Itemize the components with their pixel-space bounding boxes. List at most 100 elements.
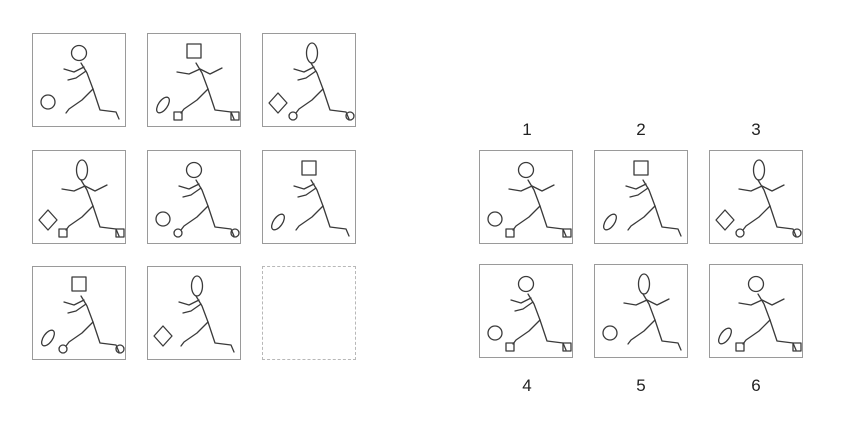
grid-cell	[262, 33, 356, 127]
answer-option[interactable]	[479, 264, 573, 358]
head-square-icon	[186, 43, 202, 59]
left-arm	[178, 299, 200, 306]
left-arm	[293, 183, 315, 190]
ball-diamond-icon	[153, 325, 173, 347]
front-foot-circle-icon	[58, 344, 68, 354]
torso	[310, 62, 324, 90]
head-ellipse-icon	[752, 159, 766, 181]
standing-leg	[92, 88, 120, 120]
kicking-leg	[512, 205, 541, 231]
kicker-figure	[38, 159, 125, 238]
back-foot-circle-icon	[230, 228, 240, 238]
head-ellipse-icon	[190, 275, 204, 297]
grid-cell	[147, 150, 241, 244]
ball-circle-icon	[602, 325, 618, 341]
torso	[642, 179, 656, 207]
standing-leg	[92, 205, 120, 237]
standing-leg	[207, 88, 235, 120]
answer-option[interactable]	[479, 150, 573, 244]
torso	[757, 293, 771, 321]
kicker-figure	[156, 43, 240, 121]
torso	[757, 179, 771, 207]
head-circle-icon	[747, 275, 765, 293]
grid-cell	[32, 266, 126, 360]
right-arm	[761, 298, 785, 306]
ball-ellipse-icon	[41, 329, 55, 347]
left-arm	[176, 68, 201, 75]
kicking-leg	[627, 205, 656, 231]
grid-cell	[32, 33, 126, 127]
answer-option[interactable]	[594, 150, 688, 244]
right-arm	[297, 187, 317, 198]
kicker-figure	[41, 276, 125, 354]
answer-option[interactable]	[709, 264, 803, 358]
grid-cell	[32, 150, 126, 244]
kicker-figure	[487, 275, 572, 352]
standing-leg	[539, 319, 567, 351]
torso	[80, 179, 94, 207]
right-arm	[199, 67, 223, 75]
kicker-figure	[487, 161, 572, 238]
kicking-leg	[180, 321, 209, 347]
torso	[527, 179, 541, 207]
answer-option[interactable]	[594, 264, 688, 358]
right-arm	[67, 70, 87, 81]
ball-circle-icon	[487, 211, 503, 227]
option-number: 2	[636, 120, 646, 139]
ball-diamond-icon	[715, 209, 735, 231]
back-foot-circle-icon	[792, 228, 802, 238]
answer-option[interactable]	[709, 150, 803, 244]
kicker-figure	[718, 275, 802, 352]
right-arm	[531, 184, 555, 192]
missing-cell	[262, 266, 356, 360]
back-foot-square-icon	[792, 342, 802, 352]
right-arm	[182, 187, 202, 198]
ball-ellipse-icon	[271, 213, 285, 231]
kicking-leg	[512, 319, 541, 345]
standing-leg	[322, 88, 350, 120]
torso	[80, 62, 94, 90]
ball-ellipse-icon	[603, 213, 617, 231]
front-foot-square-icon	[505, 342, 515, 352]
kicking-leg	[742, 319, 771, 345]
ball-diamond-icon	[268, 92, 288, 114]
left-arm	[61, 185, 86, 192]
left-arm	[625, 183, 647, 190]
standing-leg	[92, 321, 120, 353]
back-foot-circle-icon	[345, 111, 355, 121]
kicking-leg	[65, 205, 94, 231]
kicking-leg	[65, 88, 94, 114]
kicker-figure	[602, 273, 682, 351]
standing-leg	[207, 205, 235, 237]
left-arm	[293, 66, 315, 73]
right-arm	[514, 301, 534, 312]
torso	[642, 293, 656, 321]
front-foot-circle-icon	[288, 111, 298, 121]
kicking-leg	[180, 88, 209, 114]
left-arm	[178, 183, 200, 190]
head-ellipse-icon	[75, 159, 89, 181]
right-arm	[629, 187, 649, 198]
front-foot-square-icon	[505, 228, 515, 238]
left-arm	[63, 66, 85, 73]
grid-cell	[147, 266, 241, 360]
torso	[527, 293, 541, 321]
ball-circle-icon	[487, 325, 503, 341]
left-arm	[510, 297, 532, 304]
head-circle-icon	[517, 161, 535, 179]
front-foot-square-icon	[173, 111, 183, 121]
torso	[195, 295, 209, 323]
kicking-leg	[742, 205, 771, 231]
option-number: 3	[751, 120, 761, 139]
left-arm	[63, 299, 85, 306]
right-arm	[84, 184, 108, 192]
front-foot-circle-icon	[173, 228, 183, 238]
standing-leg	[654, 205, 682, 237]
option-number: 6	[751, 376, 761, 395]
kicker-figure	[715, 159, 802, 238]
back-foot-circle-icon	[115, 344, 125, 354]
standing-leg	[654, 319, 682, 351]
right-arm	[182, 303, 202, 314]
right-arm	[297, 70, 317, 81]
ball-ellipse-icon	[156, 96, 170, 114]
